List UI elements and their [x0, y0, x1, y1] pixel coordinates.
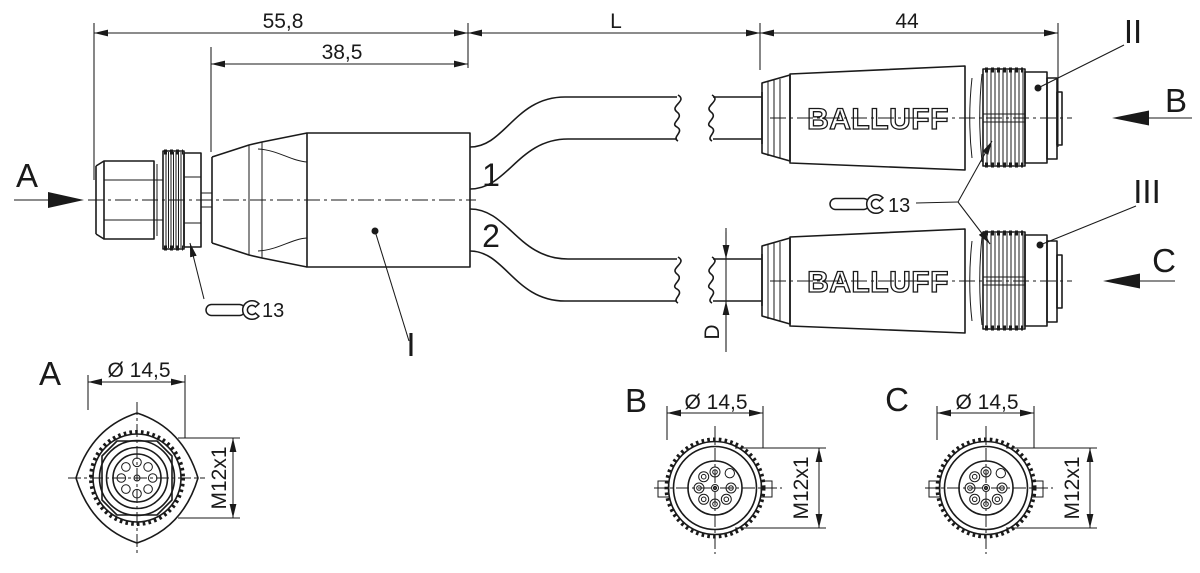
face-a-diameter-dim: Ø 14,5 — [87, 359, 186, 438]
cable-2: 2 — [469, 208, 763, 306]
ref-body-label: I — [406, 326, 415, 363]
face-b-diameter-value: Ø 14,5 — [684, 391, 747, 414]
view-a-arrow-icon — [48, 192, 84, 208]
dimension-overall-55-8: 55,8 — [93, 10, 469, 180]
dimension-cable-diameter-D: D — [701, 228, 730, 352]
m12-male-connector — [95, 149, 212, 251]
wrench-size-left: 13 — [189, 242, 284, 322]
view-a-letter: A — [16, 157, 38, 194]
face-c-thread-dim: M12x1 — [1006, 447, 1097, 529]
cable-2-number: 2 — [482, 218, 500, 254]
cable-1-number: 1 — [482, 157, 500, 193]
cable-1-break-left — [673, 94, 682, 142]
wrench-icon — [205, 299, 260, 321]
cable-1: 1 — [469, 92, 763, 193]
face-a-pins — [116, 457, 158, 499]
face-view-c: C Ø 14,5 M1 — [885, 381, 1097, 554]
dim-body-value: 38,5 — [322, 41, 363, 64]
wrench-icon — [829, 193, 884, 215]
face-b-thread-dim: M12x1 — [735, 447, 826, 529]
face-c-keying — [995, 468, 1006, 479]
face-b-sockets — [693, 466, 737, 510]
face-c-thread-value: M12x1 — [1061, 456, 1084, 519]
connector-lower-female: BALLUFF — [761, 228, 1072, 334]
view-b-arrow-icon — [1112, 110, 1149, 126]
face-a-thread-value: M12x1 — [208, 446, 231, 509]
face-b-thread-value: M12x1 — [790, 456, 813, 519]
view-a-arrow: A — [14, 157, 84, 208]
wrench-size-middle: 13 — [829, 140, 993, 245]
balluff-logo-lower: BALLUFF — [807, 266, 949, 299]
ref-I-leader: I — [371, 227, 416, 363]
face-a-thread-dim: M12x1 — [178, 437, 240, 519]
face-a-diameter-value: Ø 14,5 — [107, 359, 170, 382]
ref-II-leader: II — [1034, 13, 1142, 92]
face-view-b: B Ø 14,5 M1 — [625, 382, 826, 554]
view-c-letter: C — [1152, 242, 1176, 279]
view-b-arrow: B — [1112, 82, 1192, 126]
face-c-diameter-value: Ø 14,5 — [955, 391, 1018, 414]
ref-connector-lower-label: III — [1133, 173, 1161, 210]
ref-III-leader: III — [1036, 173, 1161, 249]
dimension-body-38-5: 38,5 — [210, 41, 468, 152]
connector-upper-female: BALLUFF — [761, 65, 1072, 171]
dimension-cable-length-L: L — [468, 10, 760, 37]
dimension-connector-44: 44 — [759, 10, 1059, 147]
face-c-diameter-dim: Ø 14,5 — [936, 391, 1035, 448]
face-b-diameter-dim: Ø 14,5 — [666, 391, 764, 448]
face-b-keying — [724, 468, 735, 479]
face-b-label: B — [625, 382, 647, 419]
dim-overall-value: 55,8 — [263, 10, 304, 33]
face-a-label: A — [39, 355, 61, 392]
dim-connector-value: 44 — [895, 10, 919, 33]
locknut-knurl — [162, 149, 185, 251]
cable-1-break-right — [707, 94, 716, 142]
face-c-sockets — [964, 466, 1008, 510]
dim-cable-diameter-value: D — [701, 324, 724, 339]
cable-2-break-right — [707, 256, 716, 304]
ref-connector-upper-label: II — [1124, 13, 1142, 50]
wrench-size-left-value: 13 — [262, 300, 284, 322]
view-c-arrow-icon — [1103, 273, 1140, 289]
wrench-size-middle-value: 13 — [888, 195, 910, 217]
view-b-letter: B — [1165, 82, 1187, 119]
dim-cable-length-value: L — [610, 10, 622, 33]
balluff-logo-upper: BALLUFF — [807, 103, 949, 136]
face-view-a: A Ø 14,5 M12x — [39, 355, 240, 556]
face-c-label: C — [885, 381, 909, 418]
cable-2-break-left — [673, 256, 682, 304]
view-c-arrow: C — [1103, 242, 1176, 289]
y-splitter-body — [211, 132, 471, 268]
